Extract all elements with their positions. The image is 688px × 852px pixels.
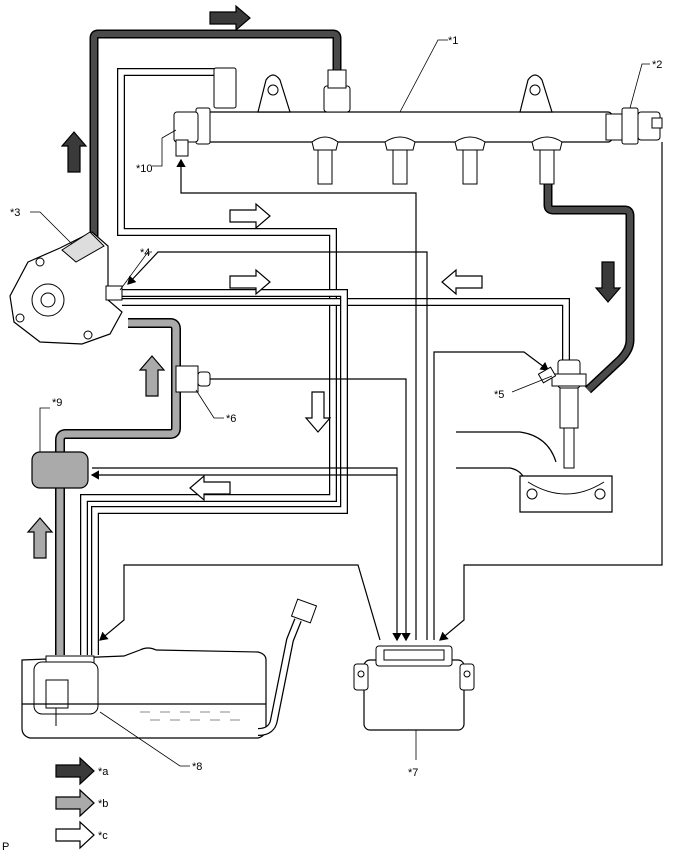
fuel-filter [31,451,89,489]
label-4: *4 [140,247,150,259]
label-9: *9 [52,397,62,409]
return-pipes [80,68,570,655]
leader-lines [30,39,650,767]
common-rail [173,67,663,185]
legend-arrow-c [55,820,95,850]
label-8: *8 [192,761,202,773]
legend-label-c: *c [98,830,108,842]
label-6: *6 [226,413,236,425]
injector [537,359,587,469]
fuel-tank [21,598,318,739]
label-3: *3 [10,207,20,219]
legend-arrow-b [55,788,95,818]
callout-labels: *1 *2 *3 *4 *5 *6 *7 *8 *9 *10 *a *b *c … [2,35,662,852]
legend [55,756,95,850]
label-5: *5 [494,389,504,401]
fuel-temp-sensor [175,365,211,393]
legend-arrow-a [55,756,95,786]
label-7: *7 [408,767,418,779]
label-10: *10 [136,163,153,175]
corner-mark: P [2,841,9,852]
ecu [353,645,475,731]
supply-pump [9,231,123,345]
label-2: *2 [652,59,662,71]
cylinder [456,431,613,513]
legend-label-b: *b [98,798,108,810]
legend-label-a: *a [98,766,109,778]
high-pressure-pipes [89,29,635,394]
low-pressure-pipes [55,318,181,655]
flow-arrows [26,4,622,559]
signal-wires [90,142,663,642]
label-1: *1 [448,35,458,47]
